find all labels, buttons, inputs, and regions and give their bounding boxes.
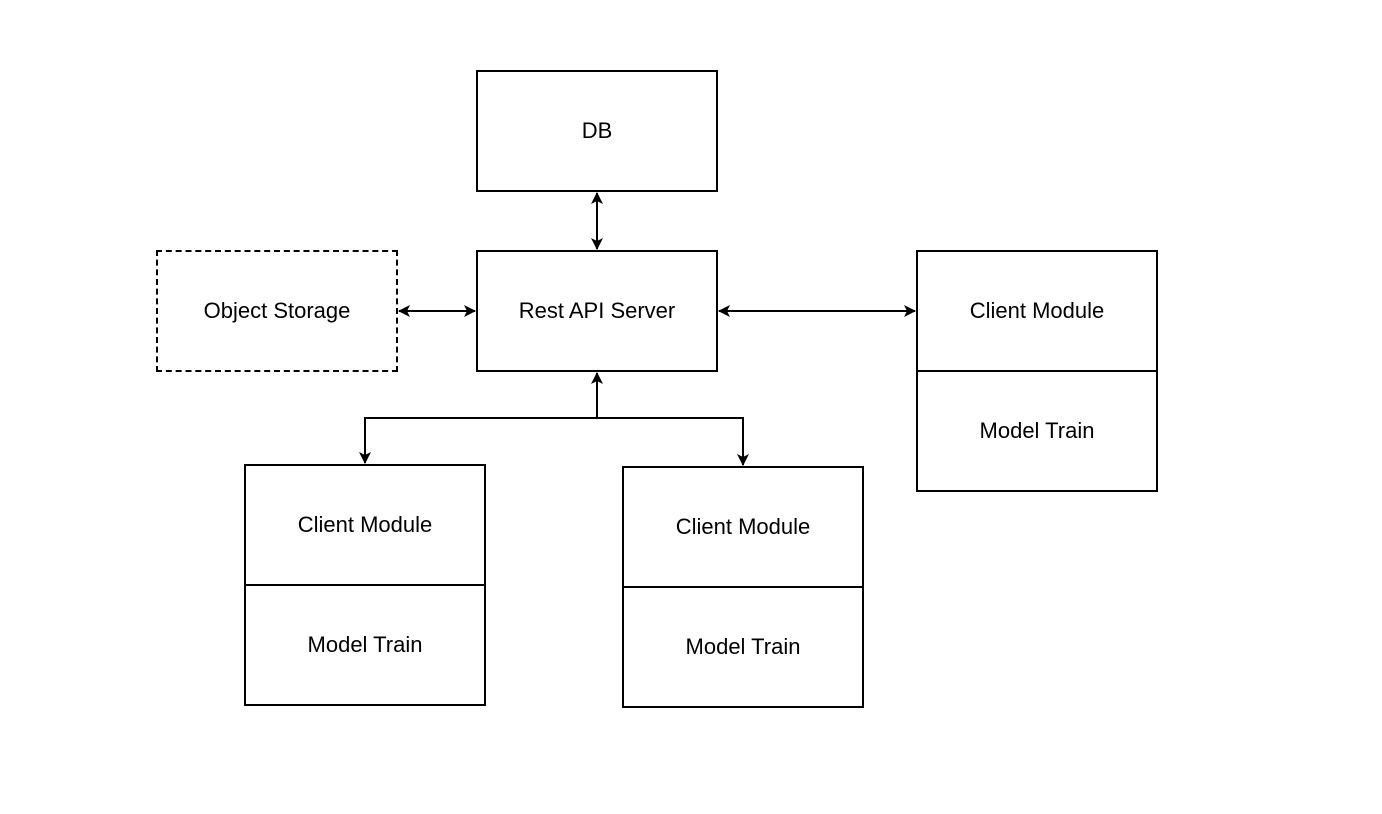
- model-train-cell: Model Train: [624, 586, 862, 706]
- model-train-cell: Model Train: [918, 370, 1156, 490]
- rest-api-server-label: Rest API Server: [518, 298, 676, 323]
- model-train-label: Model Train: [307, 632, 423, 657]
- object-storage-label: Object Storage: [203, 298, 351, 323]
- client-module-cell: Client Module: [246, 466, 484, 584]
- client-module-cell: Client Module: [624, 468, 862, 586]
- rest-api-server-node: Rest API Server: [476, 250, 718, 372]
- client-middle-node: Client Module Model Train: [622, 466, 864, 708]
- client-module-label: Client Module: [675, 514, 811, 539]
- client-module-label: Client Module: [969, 298, 1105, 323]
- client-left-node: Client Module Model Train: [244, 464, 486, 706]
- client-right-node: Client Module Model Train: [916, 250, 1158, 492]
- client-module-label: Client Module: [297, 512, 433, 537]
- db-node: DB: [476, 70, 718, 192]
- server-client-left-connector: [359, 372, 603, 464]
- model-train-label: Model Train: [979, 418, 1095, 443]
- model-train-label: Model Train: [685, 634, 801, 659]
- client-module-cell: Client Module: [918, 252, 1156, 370]
- object-storage-node: Object Storage: [156, 250, 398, 372]
- db-label: DB: [581, 118, 613, 143]
- model-train-cell: Model Train: [246, 584, 484, 704]
- server-client-middle-connector: [596, 390, 749, 466]
